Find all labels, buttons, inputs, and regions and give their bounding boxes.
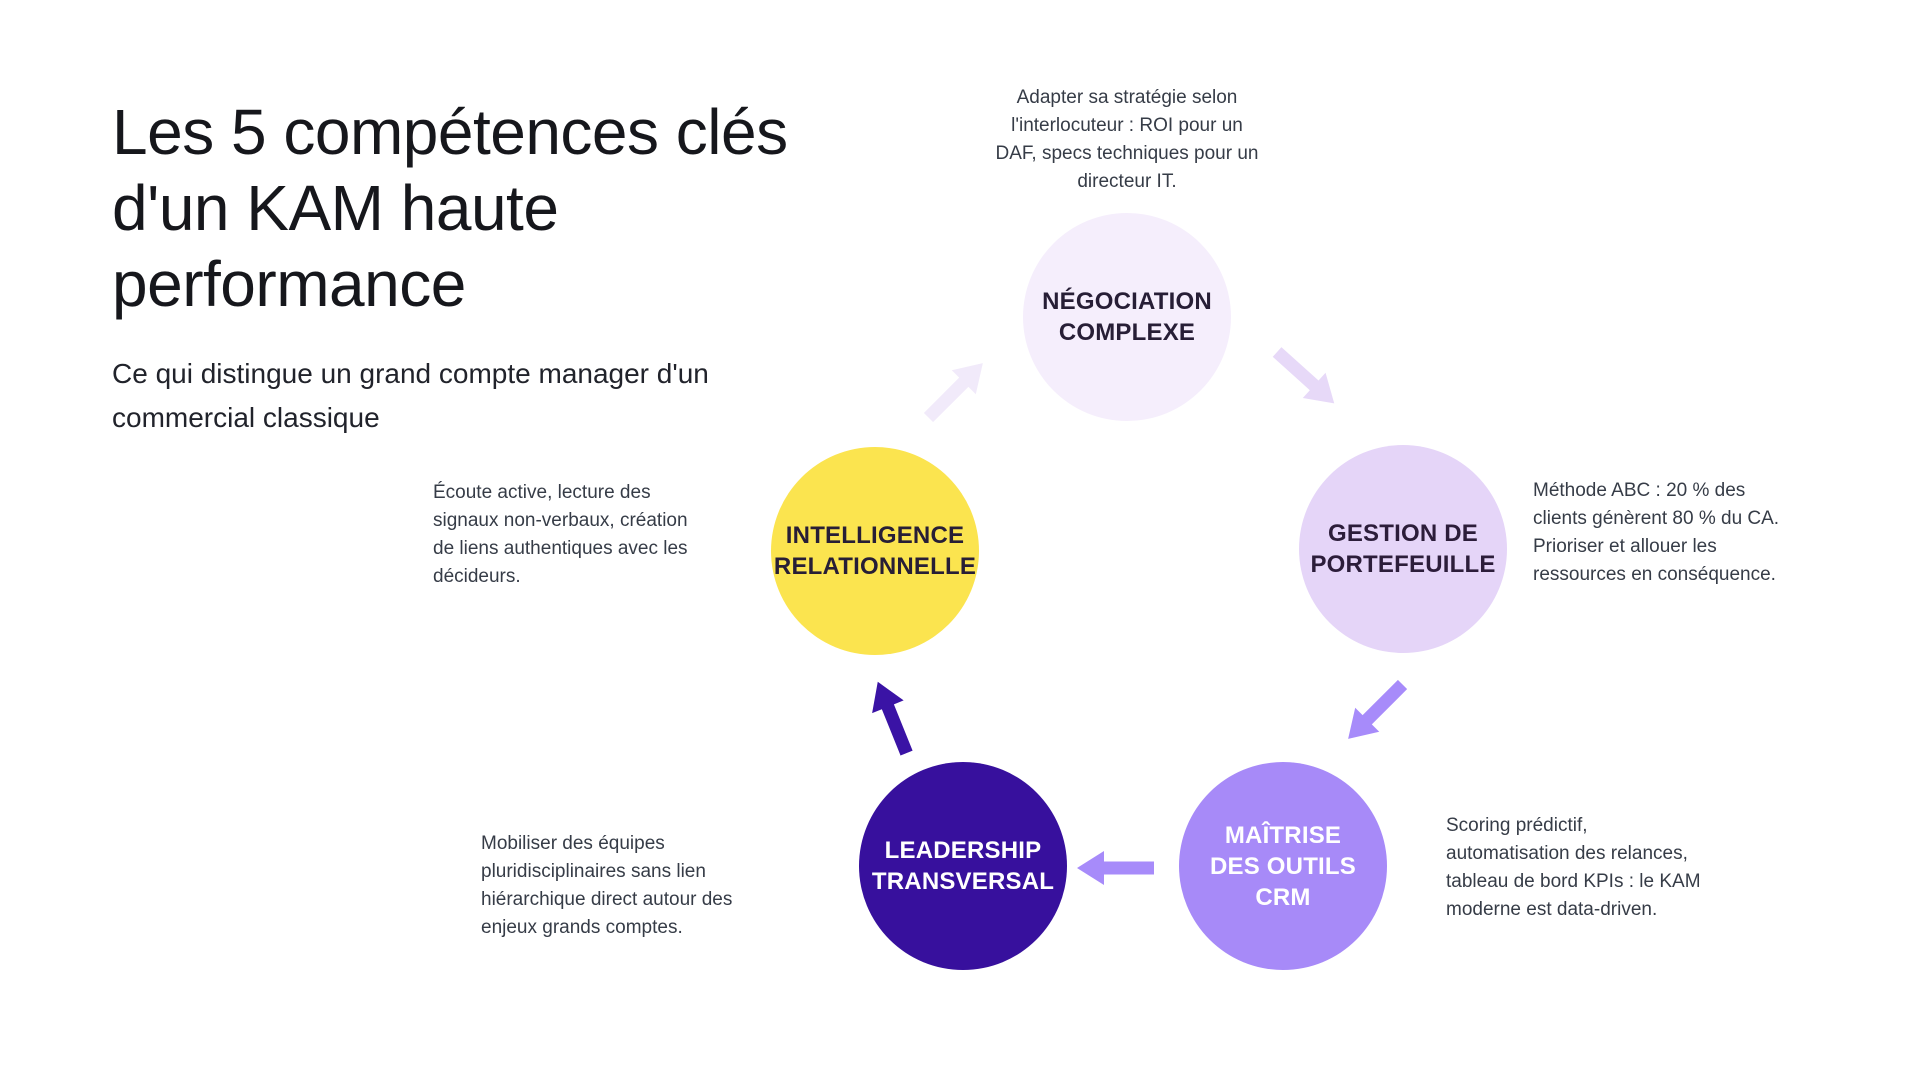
description-line: automatisation des relances, — [1446, 843, 1688, 864]
description-line: directeur IT. — [1077, 171, 1177, 192]
label-line: NÉGOCIATION — [1042, 288, 1212, 315]
node-intelligence-description: Écoute active, lecture des signaux non-v… — [433, 479, 753, 591]
description-line: Adapter sa stratégie selon — [1016, 87, 1238, 108]
arrow-gestion-to-crm-icon — [1335, 672, 1416, 753]
description-line: clients génèrent 80 % du CA. — [1533, 508, 1780, 529]
node-negociation-circle: NÉGOCIATION COMPLEXE — [1023, 213, 1231, 421]
node-crm-description: Scoring prédictif, automatisation des re… — [1446, 812, 1766, 924]
arrow-leadership-to-intelligence-icon — [861, 674, 924, 760]
subtitle-line: commercial classique — [112, 402, 380, 433]
node-crm-circle: MAÎTRISE DES OUTILS CRM — [1179, 762, 1387, 970]
description-line: tableau de bord KPIs : le KAM — [1446, 871, 1701, 892]
description-line: Mobiliser des équipes — [481, 833, 665, 854]
description-line: de liens authentiques avec les — [433, 538, 688, 559]
page-subtitle: Ce qui distingue un grand compte manager… — [112, 352, 709, 440]
description-line: l'interlocuteur : ROI pour un — [1011, 115, 1243, 136]
node-intelligence-circle: INTELLIGENCE RELATIONNELLE — [771, 447, 979, 655]
subtitle-line: Ce qui distingue un grand compte manager… — [112, 358, 709, 389]
description-line: Scoring prédictif, — [1446, 815, 1588, 836]
description-line: Méthode ABC : 20 % des — [1533, 480, 1746, 501]
label-line: TRANSVERSAL — [871, 868, 1055, 895]
node-negociation-description: Adapter sa stratégie selon l'interlocute… — [954, 84, 1300, 196]
node-negociation-label: NÉGOCIATION COMPLEXE — [1042, 286, 1212, 348]
title-line: performance — [112, 248, 466, 320]
description-line: décideurs. — [433, 566, 521, 587]
node-gestion-label: GESTION DE PORTEFEUILLE — [1310, 518, 1495, 580]
label-line: INTELLIGENCE — [785, 522, 965, 549]
description-line: DAF, specs techniques pour un — [995, 143, 1259, 164]
title-line: d'un KAM haute — [112, 172, 559, 244]
node-leadership-description: Mobiliser des équipes pluridisciplinaire… — [481, 830, 801, 942]
label-line: COMPLEXE — [1058, 319, 1196, 346]
page-title: Les 5 compétences clés d'un KAM haute pe… — [112, 94, 788, 322]
node-leadership-circle: LEADERSHIP TRANSVERSAL — [859, 762, 1067, 970]
node-gestion-description: Méthode ABC : 20 % des clients génèrent … — [1533, 477, 1833, 589]
description-line: pluridisciplinaires sans lien — [481, 861, 706, 882]
arrow-crm-to-leadership-icon — [1076, 850, 1154, 886]
label-line: GESTION DE — [1327, 520, 1478, 547]
node-gestion-circle: GESTION DE PORTEFEUILLE — [1299, 445, 1507, 653]
description-line: Prioriser et allouer les — [1533, 536, 1717, 557]
description-line: hiérarchique direct autour des — [481, 889, 733, 910]
node-crm-label: MAÎTRISE DES OUTILS CRM — [1210, 820, 1356, 913]
node-leadership-label: LEADERSHIP TRANSVERSAL — [872, 835, 1054, 897]
label-line: DES OUTILS — [1209, 852, 1356, 880]
description-line: Écoute active, lecture des — [433, 482, 651, 503]
label-line: CRM — [1255, 883, 1311, 911]
label-line: PORTEFEUILLE — [1310, 551, 1496, 578]
label-line: RELATIONNELLE — [773, 553, 977, 580]
label-line: LEADERSHIP — [884, 837, 1042, 864]
description-line: signaux non-verbaux, création — [433, 510, 688, 531]
arrow-negociation-to-gestion-icon — [1265, 339, 1347, 418]
arrow-intelligence-to-negociation-icon — [916, 350, 997, 431]
title-line: Les 5 compétences clés — [112, 96, 788, 168]
label-line: MAÎTRISE — [1224, 821, 1342, 849]
node-intelligence-label: INTELLIGENCE RELATIONNELLE — [774, 520, 976, 582]
description-line: ressources en conséquence. — [1533, 564, 1776, 585]
description-line: enjeux grands comptes. — [481, 917, 683, 938]
description-line: moderne est data-driven. — [1446, 899, 1658, 920]
